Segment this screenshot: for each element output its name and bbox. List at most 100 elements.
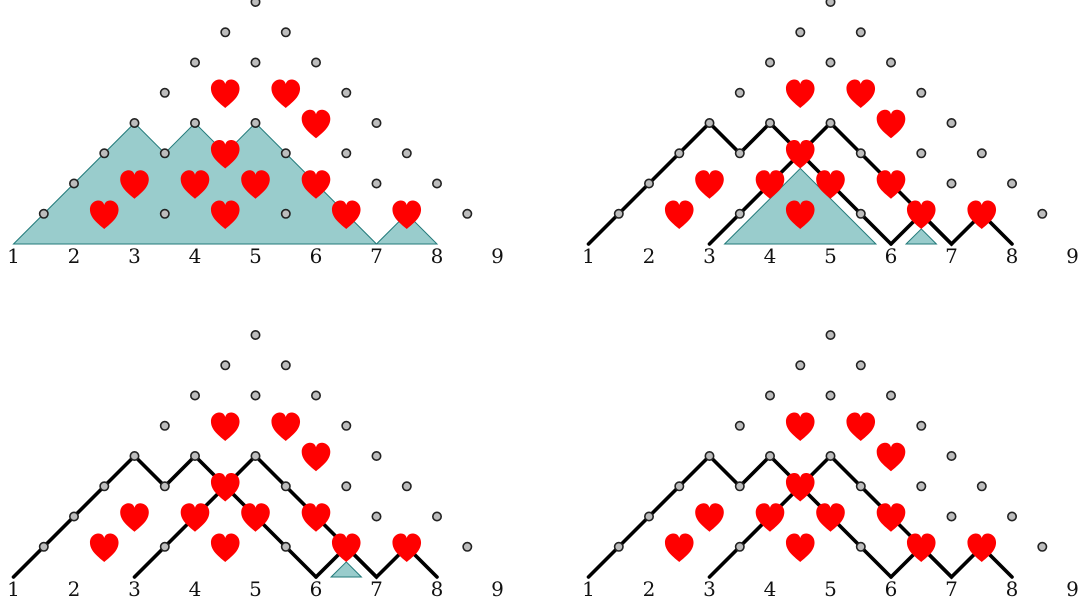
grid-point-icon (250, 329, 261, 340)
grid-point-icon (1006, 511, 1017, 522)
axis-label: 2 (643, 577, 656, 601)
axis-label: 1 (582, 244, 595, 268)
grid-point-icon (159, 87, 170, 98)
axis-label: 5 (824, 244, 837, 268)
grid-point-icon (946, 511, 957, 522)
grid-point-icon (462, 208, 473, 219)
grid-point-icon (159, 481, 170, 492)
heart-icon (906, 533, 936, 563)
grid-point-icon (643, 511, 654, 522)
axis-label: 6 (885, 244, 898, 268)
axis-label: 6 (310, 577, 323, 601)
grid-point-icon (885, 57, 896, 68)
grid-point-icon (1037, 208, 1048, 219)
heart-icon (301, 442, 331, 472)
grid-point-icon (916, 481, 927, 492)
heart-icon (301, 503, 331, 532)
grid-point-icon (159, 541, 170, 552)
grid-point-icon (674, 148, 685, 159)
grid-point-icon (431, 178, 442, 189)
heart-icon (241, 503, 270, 532)
heart-icon (210, 79, 240, 109)
grid-point-icon (1037, 541, 1048, 552)
axis-label: 9 (1066, 244, 1079, 268)
heart-icon (876, 109, 906, 139)
axis-label: 1 (7, 577, 20, 601)
grid-point-icon (462, 541, 473, 552)
heart-icon (816, 503, 845, 532)
grid-point-icon (159, 148, 170, 159)
grid-point-icon (855, 148, 866, 159)
heart-icon (785, 79, 815, 109)
axis-label: 6 (885, 577, 898, 601)
grid-point-icon (159, 208, 170, 219)
grid-point-icon (855, 360, 866, 371)
grid-point-icon (401, 148, 412, 159)
grid-point-icon (795, 27, 806, 38)
heart-icon (89, 533, 119, 563)
grid-point-icon (825, 0, 836, 7)
grid-point-icon (431, 511, 442, 522)
axis-label: 1 (582, 577, 595, 601)
heart-icon (906, 200, 936, 230)
axis-label: 3 (128, 577, 141, 601)
axis-label: 8 (431, 577, 444, 601)
axis-label: 7 (945, 244, 958, 268)
axis-label: 3 (703, 244, 716, 268)
grid-point-icon (764, 118, 775, 129)
grid-point-icon (371, 178, 382, 189)
axis-label: 3 (128, 244, 141, 268)
grid-point-icon (129, 450, 140, 461)
grid-point-icon (69, 178, 80, 189)
heart-icon (876, 503, 906, 532)
heart-icon (331, 533, 361, 563)
heart-icon (210, 200, 240, 230)
grid-point-icon (825, 118, 836, 129)
grid-point-icon (341, 148, 352, 159)
grid-point-icon (371, 450, 382, 461)
heart-icon (755, 503, 785, 532)
heart-icon (785, 472, 815, 502)
shaded-region (329, 561, 363, 578)
grid-point-icon (946, 450, 957, 461)
heart-icon (967, 200, 997, 230)
heart-icon (271, 79, 301, 109)
grid-point-icon (734, 148, 745, 159)
axis-label: 1 (7, 244, 20, 268)
axis-label: 8 (1006, 244, 1019, 268)
grid-point-icon (795, 360, 806, 371)
axis-label: 5 (824, 577, 837, 601)
heart-icon (664, 200, 694, 230)
axis-label: 5 (249, 244, 262, 268)
grid-point-icon (159, 420, 170, 431)
grid-point-icon (341, 420, 352, 431)
heart-icon (392, 200, 422, 230)
grid-point-icon (250, 450, 261, 461)
grid-point-icon (220, 360, 231, 371)
heart-icon (89, 200, 119, 230)
grid-point-icon (734, 420, 745, 431)
grid-point-icon (825, 329, 836, 340)
grid-point-icon (69, 511, 80, 522)
grid-point-icon (764, 450, 775, 461)
heart-icon (876, 442, 906, 472)
grid-point-icon (190, 450, 201, 461)
grid-point-icon (190, 57, 201, 68)
grid-point-icon (855, 208, 866, 219)
grid-point-icon (280, 208, 291, 219)
heart-icon (967, 533, 997, 563)
axis-label: 4 (764, 577, 777, 601)
axis-label: 5 (249, 577, 262, 601)
heart-icon (785, 139, 815, 169)
grid-point-icon (734, 541, 745, 552)
grid-point-icon (916, 420, 927, 431)
grid-point-icon (280, 481, 291, 492)
heart-icon (785, 533, 815, 563)
heart-icon (210, 139, 240, 169)
heart-icon (331, 200, 361, 230)
grid-point-icon (613, 208, 624, 219)
grid-point-icon (371, 511, 382, 522)
grid-point-icon (976, 148, 987, 159)
